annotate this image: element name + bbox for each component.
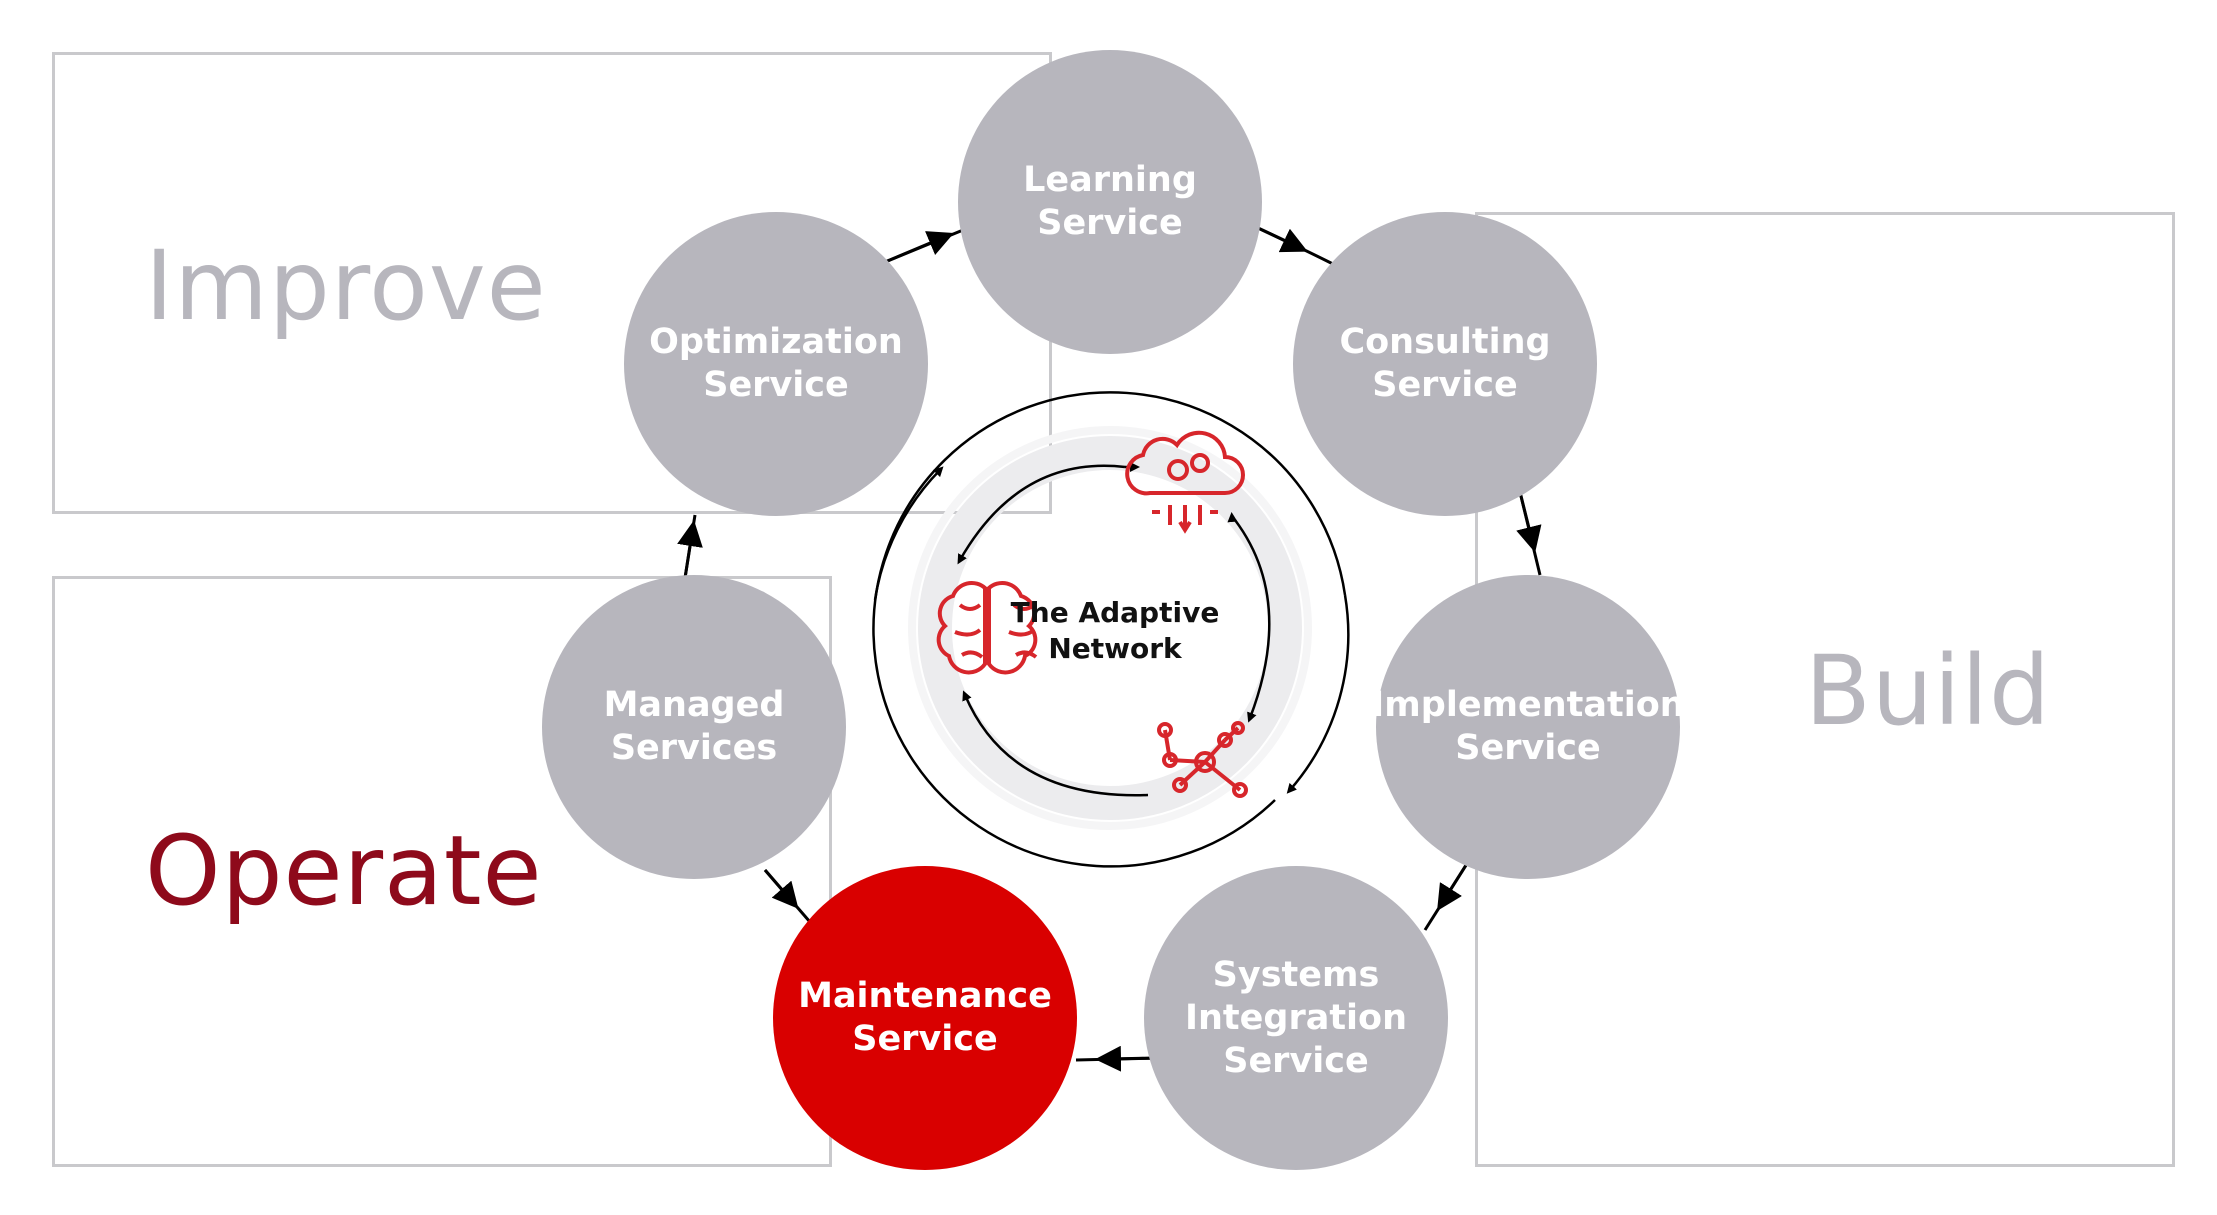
inner-cycle-arrows (957, 462, 1271, 797)
outer-cycle-arrows (677, 226, 1542, 1072)
node-label: Optimization Service (649, 322, 903, 405)
node-maintenance-service[interactable]: Maintenance Service (773, 866, 1077, 1170)
node-managed-services[interactable]: Managed Services (542, 575, 846, 879)
node-systems-integration-service[interactable]: Systems Integration Service (1144, 866, 1448, 1170)
node-label: Consulting Service (1339, 322, 1551, 405)
phase-label-improve: Improve (145, 230, 547, 342)
network-nodes-icon (1157, 721, 1248, 798)
brain-icon (936, 580, 1038, 675)
center-gray-ring-outline (908, 426, 1312, 830)
center-title: The Adaptive Network (1010, 596, 1220, 665)
node-label: Systems Integration Service (1184, 954, 1408, 1081)
phase-label-operate: Operate (145, 815, 543, 927)
center-outer-ring (872, 391, 1350, 868)
node-label: Learning Service (1023, 160, 1197, 243)
node-consulting-service[interactable]: Consulting Service (1293, 212, 1597, 516)
node-optimization-service[interactable]: Optimization Service (624, 212, 928, 516)
phase-label-build: Build (1805, 635, 2051, 747)
center-gray-ring (918, 436, 1302, 820)
node-label: Managed Services (603, 685, 785, 768)
node-implementation-service[interactable]: Implementation Service (1371, 575, 1685, 879)
operate-region (52, 576, 832, 1167)
node-label: Implementation Service (1371, 685, 1685, 768)
node-learning-service[interactable]: Learning Service (958, 50, 1262, 354)
cloud-gears-icon (1125, 430, 1245, 534)
node-label: Maintenance Service (798, 976, 1052, 1059)
